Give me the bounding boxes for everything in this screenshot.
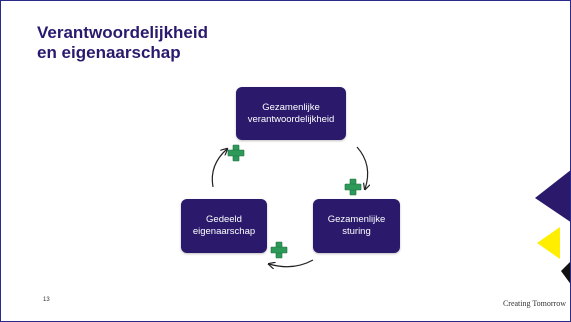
plus-icon <box>227 144 245 162</box>
cycle-box-right-line-1: Gezamenlijke <box>327 214 386 225</box>
cycle-arrow-icon <box>356 146 368 189</box>
slide-title: Verantwoordelijkheid en eigenaarschap <box>37 23 208 63</box>
cycle-box-top-line-2: verantwoordelijkheid <box>247 113 335 125</box>
plus-icon <box>344 178 362 196</box>
slide-title-line-2: en eigenaarschap <box>37 43 181 62</box>
slide-page-number: 13 <box>43 297 50 303</box>
cycle-box-top-line-1: Gezamenlijke <box>262 101 320 113</box>
cycle-box-left-line-1: Gedeeld <box>206 214 242 225</box>
cycle-box-left-line-2: eigenaarschap <box>192 226 256 237</box>
cycle-arrow-icon <box>269 259 314 267</box>
slide-title-line-1: Verantwoordelijkheid <box>37 23 208 42</box>
decorative-black-triangle <box>561 262 570 284</box>
decorative-navy-triangle <box>535 170 570 222</box>
decorative-yellow-triangle <box>537 227 560 259</box>
plus-icon <box>270 241 288 259</box>
cycle-arrow-icon <box>211 149 227 188</box>
cycle-box-gedeeld-eigenaarschap: Gedeeld eigenaarschap <box>181 199 267 253</box>
cycle-box-right-line-2: sturing <box>342 226 371 237</box>
footer-brand-text: Creating Tomorrow <box>502 299 566 308</box>
cycle-box-gezamenlijke-verantwoordelijkheid: Gezamenlijke verantwoordelijkheid <box>236 87 346 140</box>
cycle-box-gezamenlijke-sturing: Gezamenlijke sturing <box>313 199 400 253</box>
